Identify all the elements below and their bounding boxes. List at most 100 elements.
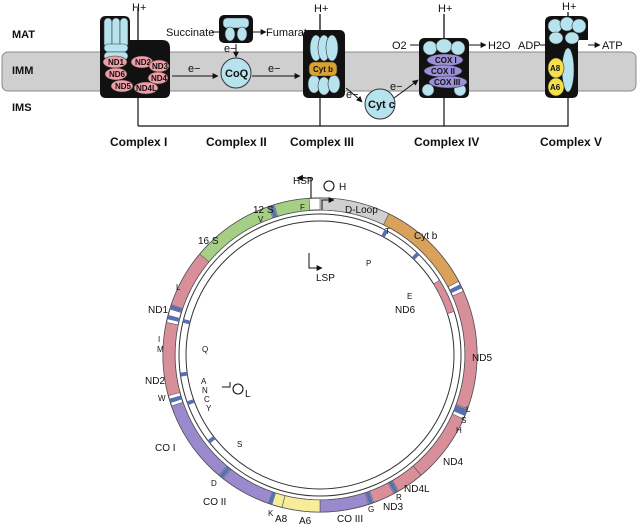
a6-subunit bbox=[547, 77, 565, 97]
trna-a: A bbox=[201, 377, 207, 386]
trna-v: V bbox=[258, 215, 264, 224]
trna-band-3 bbox=[169, 395, 182, 403]
label-imm: IMM bbox=[12, 65, 33, 77]
complex-2-label: Complex II bbox=[206, 135, 267, 149]
gene-co2: CO II bbox=[203, 497, 226, 508]
gene-segment-nd1 bbox=[169, 253, 210, 313]
inner-strand-in bbox=[185, 220, 455, 490]
lsp-promoter: LSP bbox=[308, 253, 335, 284]
gene-nd3: ND3 bbox=[383, 502, 403, 513]
complex-5-label: Complex V bbox=[540, 135, 602, 149]
trna-k: K bbox=[268, 509, 274, 518]
cytb-label: Cyt b bbox=[313, 65, 333, 74]
nd6-label: ND6 bbox=[109, 70, 126, 79]
nd5-label: ND5 bbox=[115, 82, 132, 91]
label-ims: IMS bbox=[12, 102, 32, 114]
coq-node bbox=[220, 57, 252, 89]
gene-segment-12s bbox=[273, 198, 311, 217]
proton-5: H+ bbox=[562, 1, 576, 13]
cytb-subunit bbox=[308, 61, 338, 77]
complex-1-label: Complex I bbox=[110, 135, 167, 149]
gene-segment-co2 bbox=[222, 468, 274, 504]
electron-2: e− bbox=[224, 43, 237, 55]
trna-t: T bbox=[385, 227, 390, 236]
gene-nd4l: ND4L bbox=[404, 484, 430, 495]
mtdna-map: HSP H D-Loop LSP L 12 S 16 S Cyt b ND1 N… bbox=[145, 174, 492, 525]
svg-text:L: L bbox=[245, 389, 251, 400]
hsp-promoter: HSP bbox=[293, 174, 314, 198]
cytc-label: Cyt c bbox=[368, 99, 395, 111]
complex-3-label: Complex III bbox=[290, 135, 354, 149]
trna-band-13 bbox=[186, 399, 195, 406]
succinate-label: Succinate bbox=[166, 27, 214, 39]
complex-1: ND1 ND2 ND3 ND6 ND4 ND5 ND4L H+ Complex … bbox=[100, 2, 170, 149]
nd4-subunit bbox=[147, 71, 169, 85]
ol-origin: L bbox=[222, 382, 251, 400]
complex-4: COX I COX II COX III H+ O2 H2O Complex I… bbox=[392, 3, 511, 149]
trna-l2: L bbox=[466, 405, 471, 414]
trna-band-16 bbox=[207, 436, 216, 444]
nd2-label: ND2 bbox=[135, 58, 152, 67]
gene-a6: A6 bbox=[299, 516, 312, 525]
trna-band-5 bbox=[268, 491, 276, 505]
atp-label: ATP bbox=[602, 40, 623, 52]
trna-band-15 bbox=[182, 318, 191, 325]
gene-segment-a8 bbox=[271, 492, 286, 508]
cox1-label: COX I bbox=[435, 56, 457, 65]
etc-panel: MAT IMM IMS ND1 ND2 ND3 ND6 ND4 ND5 ND4L bbox=[1, 1, 637, 149]
cox3-subunit bbox=[428, 75, 468, 89]
trna-d: D bbox=[211, 479, 217, 488]
trna-band-10 bbox=[449, 284, 463, 294]
gene-nd2: ND2 bbox=[145, 376, 165, 387]
gene-segment-nd5 bbox=[452, 290, 478, 410]
gene-cytb: Cyt b bbox=[414, 231, 438, 242]
complex-4-label: Complex IV bbox=[414, 135, 479, 149]
a6-label: A6 bbox=[550, 83, 561, 92]
electron-5: e− bbox=[390, 81, 403, 93]
gene-nd4: ND4 bbox=[443, 457, 463, 468]
nd5-subunit bbox=[110, 79, 134, 93]
trna-p: P bbox=[366, 259, 371, 268]
trna-g: G bbox=[368, 505, 374, 514]
inner-strand-out bbox=[178, 213, 462, 497]
gene-segment-co1 bbox=[171, 401, 228, 476]
trna-band-12 bbox=[411, 252, 420, 260]
gene-nd1: ND1 bbox=[148, 305, 168, 316]
nd4l-subunit bbox=[133, 81, 159, 95]
gene-a8: A8 bbox=[275, 514, 288, 525]
gene-co3: CO III bbox=[337, 514, 363, 525]
gene-segment-nd3 bbox=[369, 482, 395, 503]
electron-1: e− bbox=[188, 63, 201, 75]
trna-band-0 bbox=[269, 205, 278, 218]
trna-c: C bbox=[204, 395, 210, 404]
electron-4: e− bbox=[346, 89, 359, 101]
trna-y: Y bbox=[206, 404, 212, 413]
proton-gradient-line bbox=[138, 98, 569, 127]
trna-f: F bbox=[300, 203, 305, 212]
gene-segment-nd2 bbox=[162, 322, 181, 397]
gene-segment-nd4l bbox=[392, 465, 422, 492]
trna-m: M bbox=[157, 345, 164, 354]
trna-e: E bbox=[407, 292, 412, 301]
o2-label: O2 bbox=[392, 40, 407, 52]
complex-2: Succinate Fumarate e− CoQ Complex II bbox=[166, 15, 313, 149]
nd6-subunit bbox=[104, 67, 128, 81]
gene-16s: 16 S bbox=[198, 236, 219, 247]
a8-label: A8 bbox=[550, 64, 561, 73]
cox3-label: COX III bbox=[434, 78, 460, 87]
trna-n: N bbox=[202, 386, 208, 395]
adp-label: ADP bbox=[518, 40, 541, 52]
gene-12s: 12 S bbox=[253, 205, 274, 216]
coq-label: CoQ bbox=[225, 68, 249, 80]
svg-text:HSP: HSP bbox=[293, 176, 314, 187]
nd4l-label: ND4L bbox=[136, 84, 157, 93]
trna-i: I bbox=[158, 335, 160, 344]
label-mat: MAT bbox=[12, 29, 35, 41]
gene-segment-nd6 bbox=[433, 279, 455, 314]
oh-origin: H D-Loop bbox=[321, 180, 378, 216]
fumarate-label: Fumarate bbox=[266, 27, 313, 39]
trna-band-9 bbox=[454, 405, 468, 414]
outer-ring-outline-in bbox=[174, 209, 466, 501]
